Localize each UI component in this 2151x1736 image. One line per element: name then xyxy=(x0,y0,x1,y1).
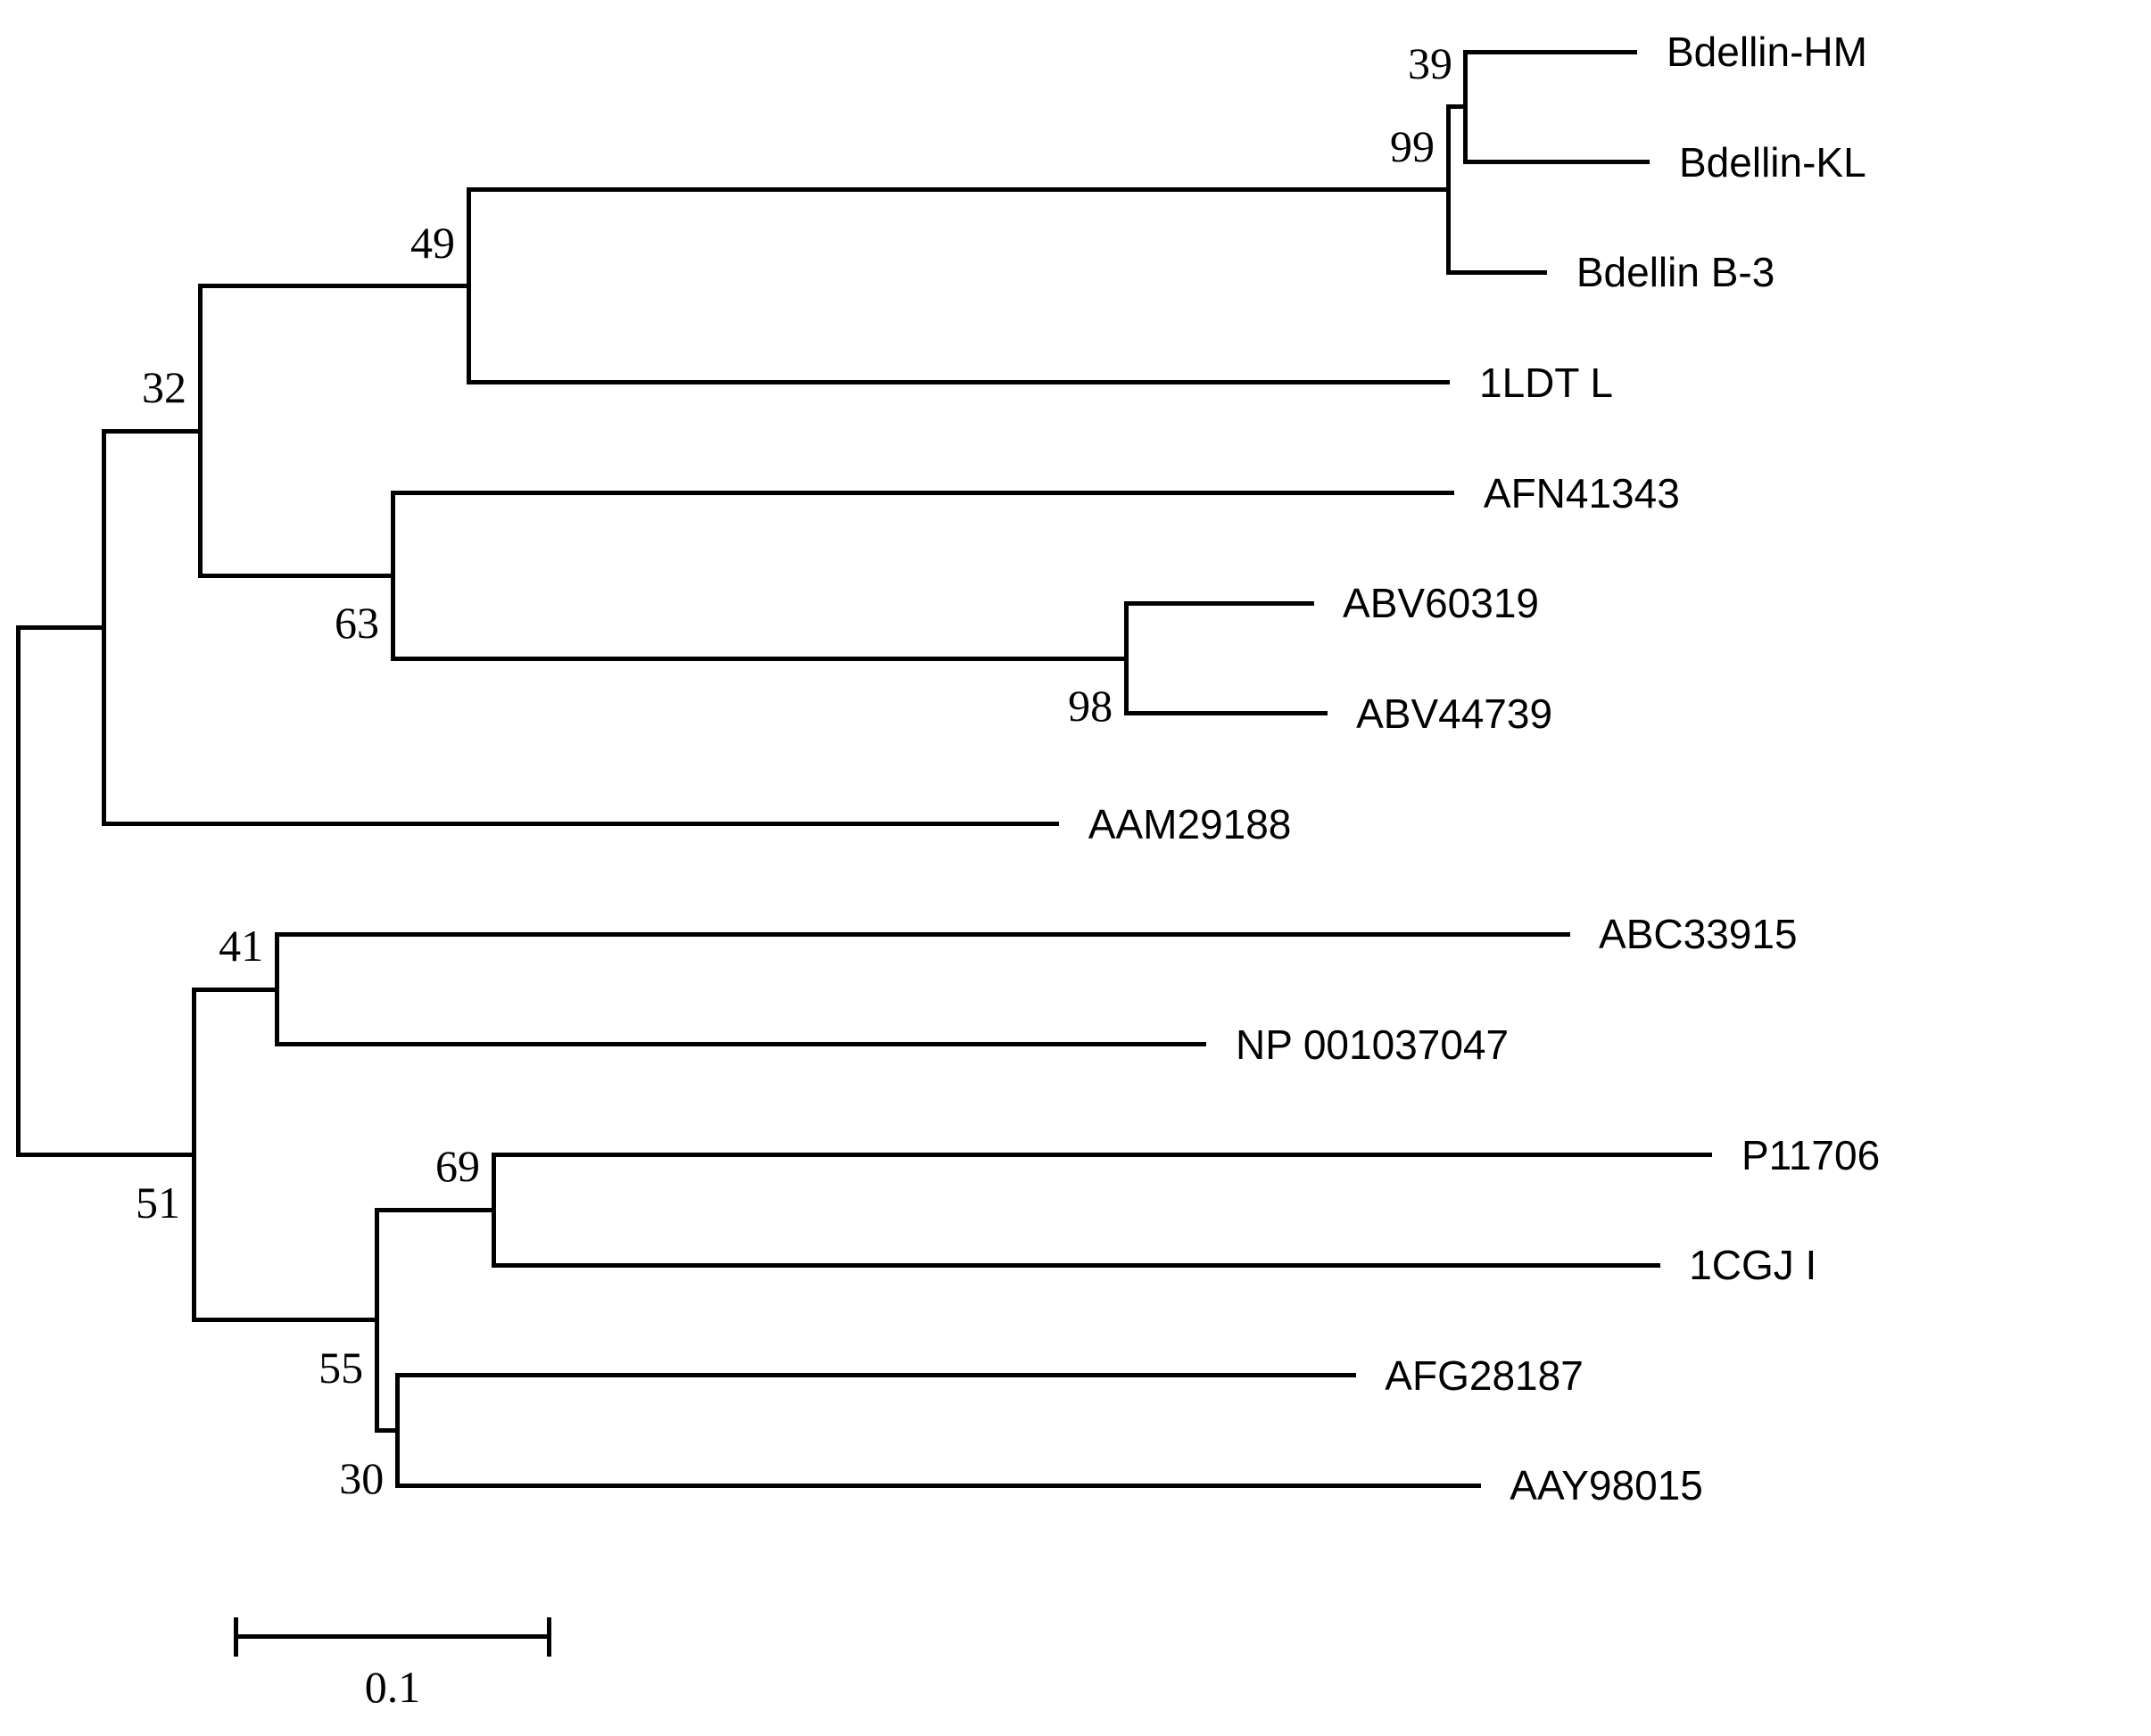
bootstrap-label: 69 xyxy=(435,1141,481,1192)
branch-line xyxy=(1123,600,1129,716)
branch-line xyxy=(197,573,395,578)
branch-line xyxy=(197,284,203,578)
branch-line xyxy=(1123,600,1314,606)
branch-line xyxy=(102,428,203,434)
bootstrap-label: 98 xyxy=(1068,681,1113,732)
bootstrap-label: 63 xyxy=(335,598,379,649)
branch-line xyxy=(191,987,196,1323)
branch-line xyxy=(491,1153,496,1268)
branch-line xyxy=(197,284,471,289)
branch-line xyxy=(491,1262,1660,1268)
branch-line xyxy=(274,931,279,1047)
taxon-label: AAM29188 xyxy=(1088,800,1292,847)
branch-line xyxy=(1445,269,1548,275)
branch-line xyxy=(15,1153,196,1157)
scale-bar-tick-left xyxy=(234,1617,238,1657)
scale-bar-label: 0.1 xyxy=(364,1662,421,1712)
branch-line xyxy=(102,428,107,827)
taxon-label: AFG28187 xyxy=(1385,1352,1584,1399)
branch-line xyxy=(394,1373,400,1488)
branch-line xyxy=(466,380,1451,385)
branch-line xyxy=(1123,711,1328,716)
taxon-label: 1LDT L xyxy=(1479,359,1614,406)
branch-line xyxy=(15,624,21,1157)
branch-line xyxy=(191,987,279,992)
taxon-label: NP 001037047 xyxy=(1236,1021,1510,1068)
taxon-label: ABV44739 xyxy=(1356,690,1553,737)
branch-line xyxy=(191,1318,379,1323)
taxon-label: Bdellin-KL xyxy=(1679,138,1866,186)
taxon-label: AFN41343 xyxy=(1483,469,1680,517)
branch-line xyxy=(274,931,1570,937)
branch-line xyxy=(1463,160,1650,165)
taxon-label: P11706 xyxy=(1741,1131,1881,1178)
branch-line xyxy=(102,822,1060,827)
taxon-label: Bdellin B-3 xyxy=(1576,249,1775,296)
bootstrap-label: 30 xyxy=(339,1452,385,1503)
branch-line xyxy=(1463,49,1468,165)
branch-line xyxy=(390,491,1455,496)
branch-line xyxy=(491,1153,1713,1157)
bootstrap-label: 99 xyxy=(1390,120,1435,171)
branch-line xyxy=(374,1428,400,1434)
taxon-label: ABV60319 xyxy=(1343,580,1540,627)
branch-line xyxy=(466,187,471,385)
branch-line xyxy=(1445,104,1468,110)
branch-line xyxy=(374,1207,496,1212)
branch-line xyxy=(390,656,1129,661)
taxon-label: Bdellin-HM xyxy=(1667,29,1867,75)
branch-line xyxy=(466,187,1451,193)
branch-line xyxy=(374,1207,379,1434)
bootstrap-label: 41 xyxy=(219,921,264,971)
branch-line xyxy=(1445,104,1451,275)
bootstrap-label: 49 xyxy=(410,217,456,268)
bootstrap-label: 51 xyxy=(136,1177,181,1228)
scale-bar-tick-right xyxy=(547,1617,551,1657)
branch-line xyxy=(390,491,395,661)
branch-line xyxy=(394,1483,1481,1488)
taxon-label: AAY98015 xyxy=(1510,1462,1703,1509)
branch-line xyxy=(1463,49,1638,54)
taxon-label: 1CGJ I xyxy=(1689,1242,1817,1289)
bootstrap-label: 55 xyxy=(319,1342,364,1393)
scale-bar-line xyxy=(234,1634,551,1639)
branch-line xyxy=(394,1373,1356,1378)
branch-line xyxy=(15,624,107,630)
bootstrap-label: 39 xyxy=(1407,37,1452,88)
taxon-label: ABC33915 xyxy=(1599,911,1798,958)
branch-line xyxy=(274,1042,1207,1047)
bootstrap-label: 32 xyxy=(142,362,187,413)
